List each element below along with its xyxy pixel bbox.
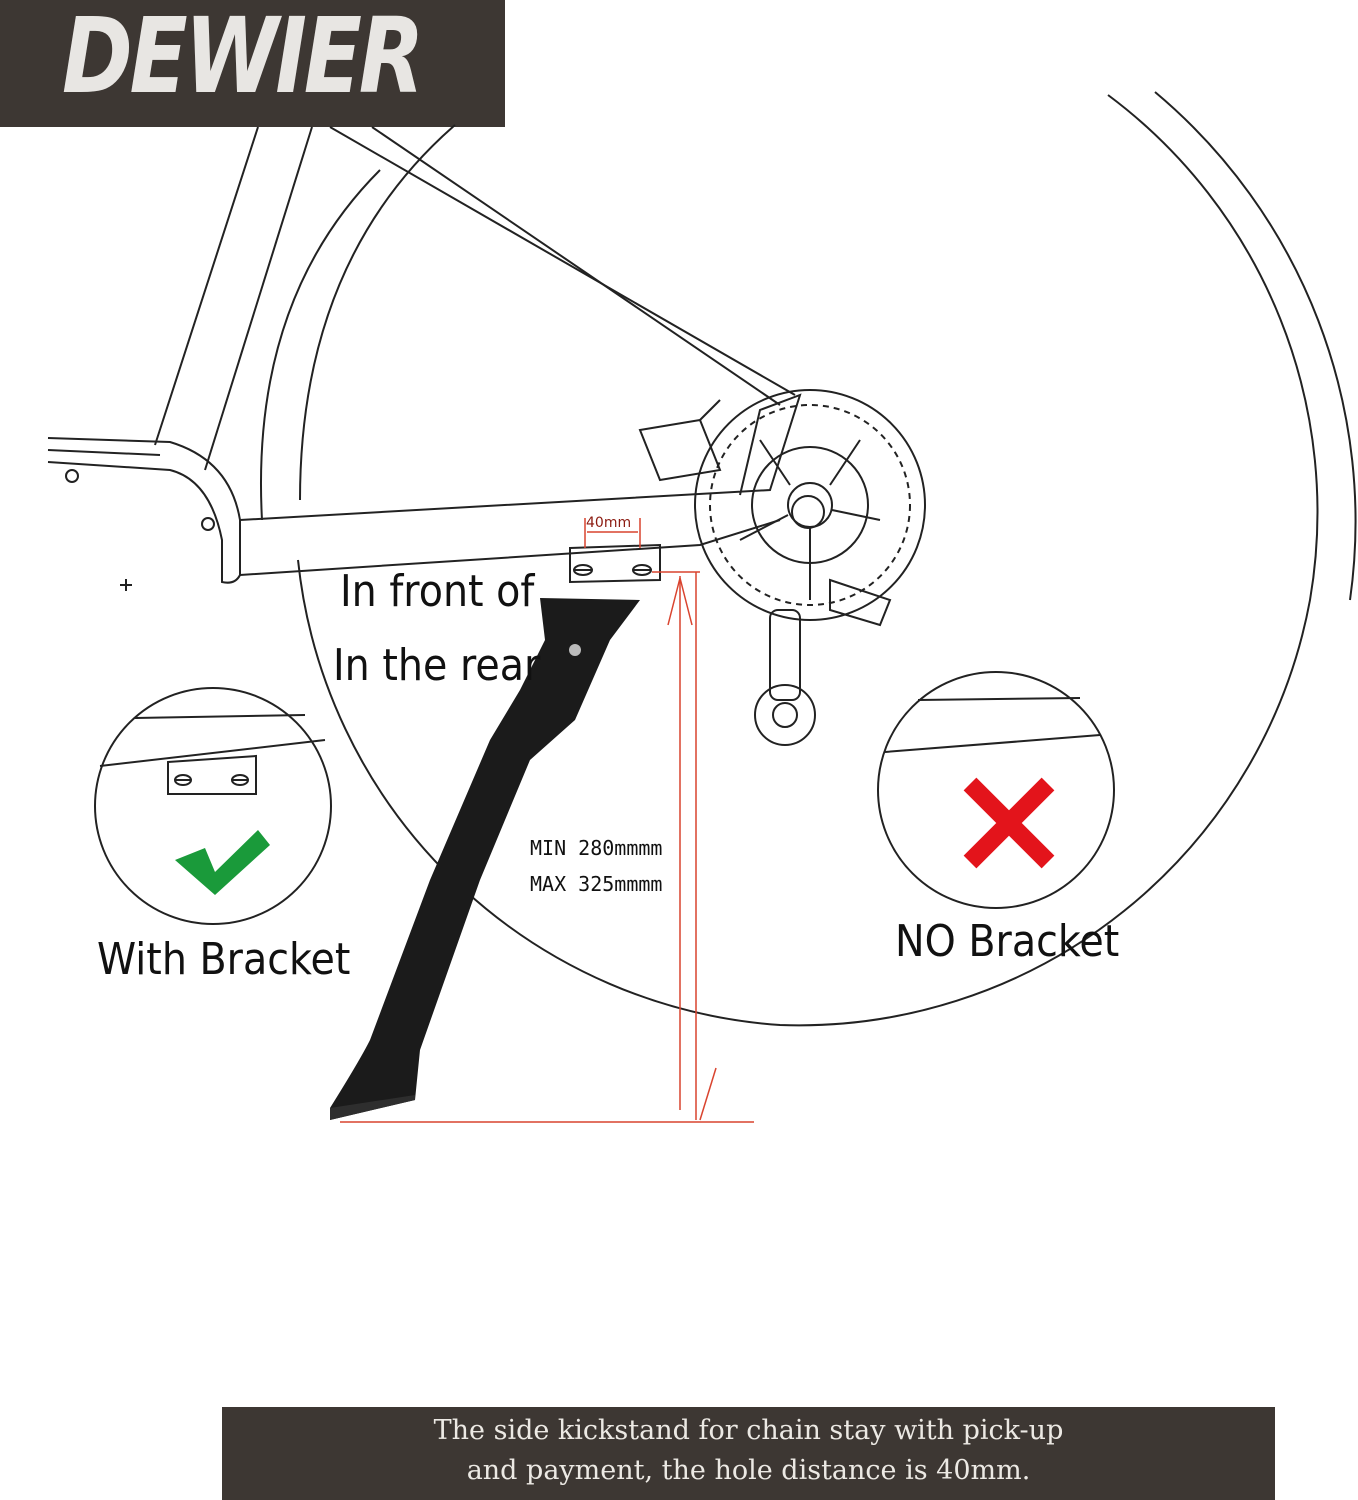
with-bracket-label: With Bracket [97, 934, 351, 985]
disc-rotor [694, 389, 926, 621]
kickstand [330, 598, 640, 1120]
bike-frame [47, 126, 802, 591]
mount-plate [569, 543, 661, 584]
rear-wheel [260, 91, 1357, 1027]
brand-logo: DEWIER [62, 0, 424, 117]
hole-distance-label: 40mm [586, 515, 632, 531]
caption-line-2: and payment, the hole distance is 40mm. [466, 1455, 1031, 1486]
min-height-label: MIN 280mmmm [530, 836, 663, 860]
brand-banner: DEWIER [0, 0, 505, 127]
front-label: In front of [340, 566, 535, 617]
caption-line-1: The side kickstand for chain stay with p… [433, 1415, 1064, 1446]
cross-icon [963, 777, 1055, 869]
with-bracket-circle [94, 687, 332, 925]
rear-label: In the rear [333, 640, 541, 691]
check-icon [175, 830, 270, 895]
measure-lines [340, 518, 754, 1123]
caption-banner: The side kickstand for chain stay with p… [222, 1407, 1275, 1500]
rear-derailleur [638, 399, 892, 746]
no-bracket-label: NO Bracket [895, 916, 1120, 967]
max-height-label: MAX 325mmmm [530, 872, 663, 896]
no-bracket-circle [877, 671, 1115, 909]
